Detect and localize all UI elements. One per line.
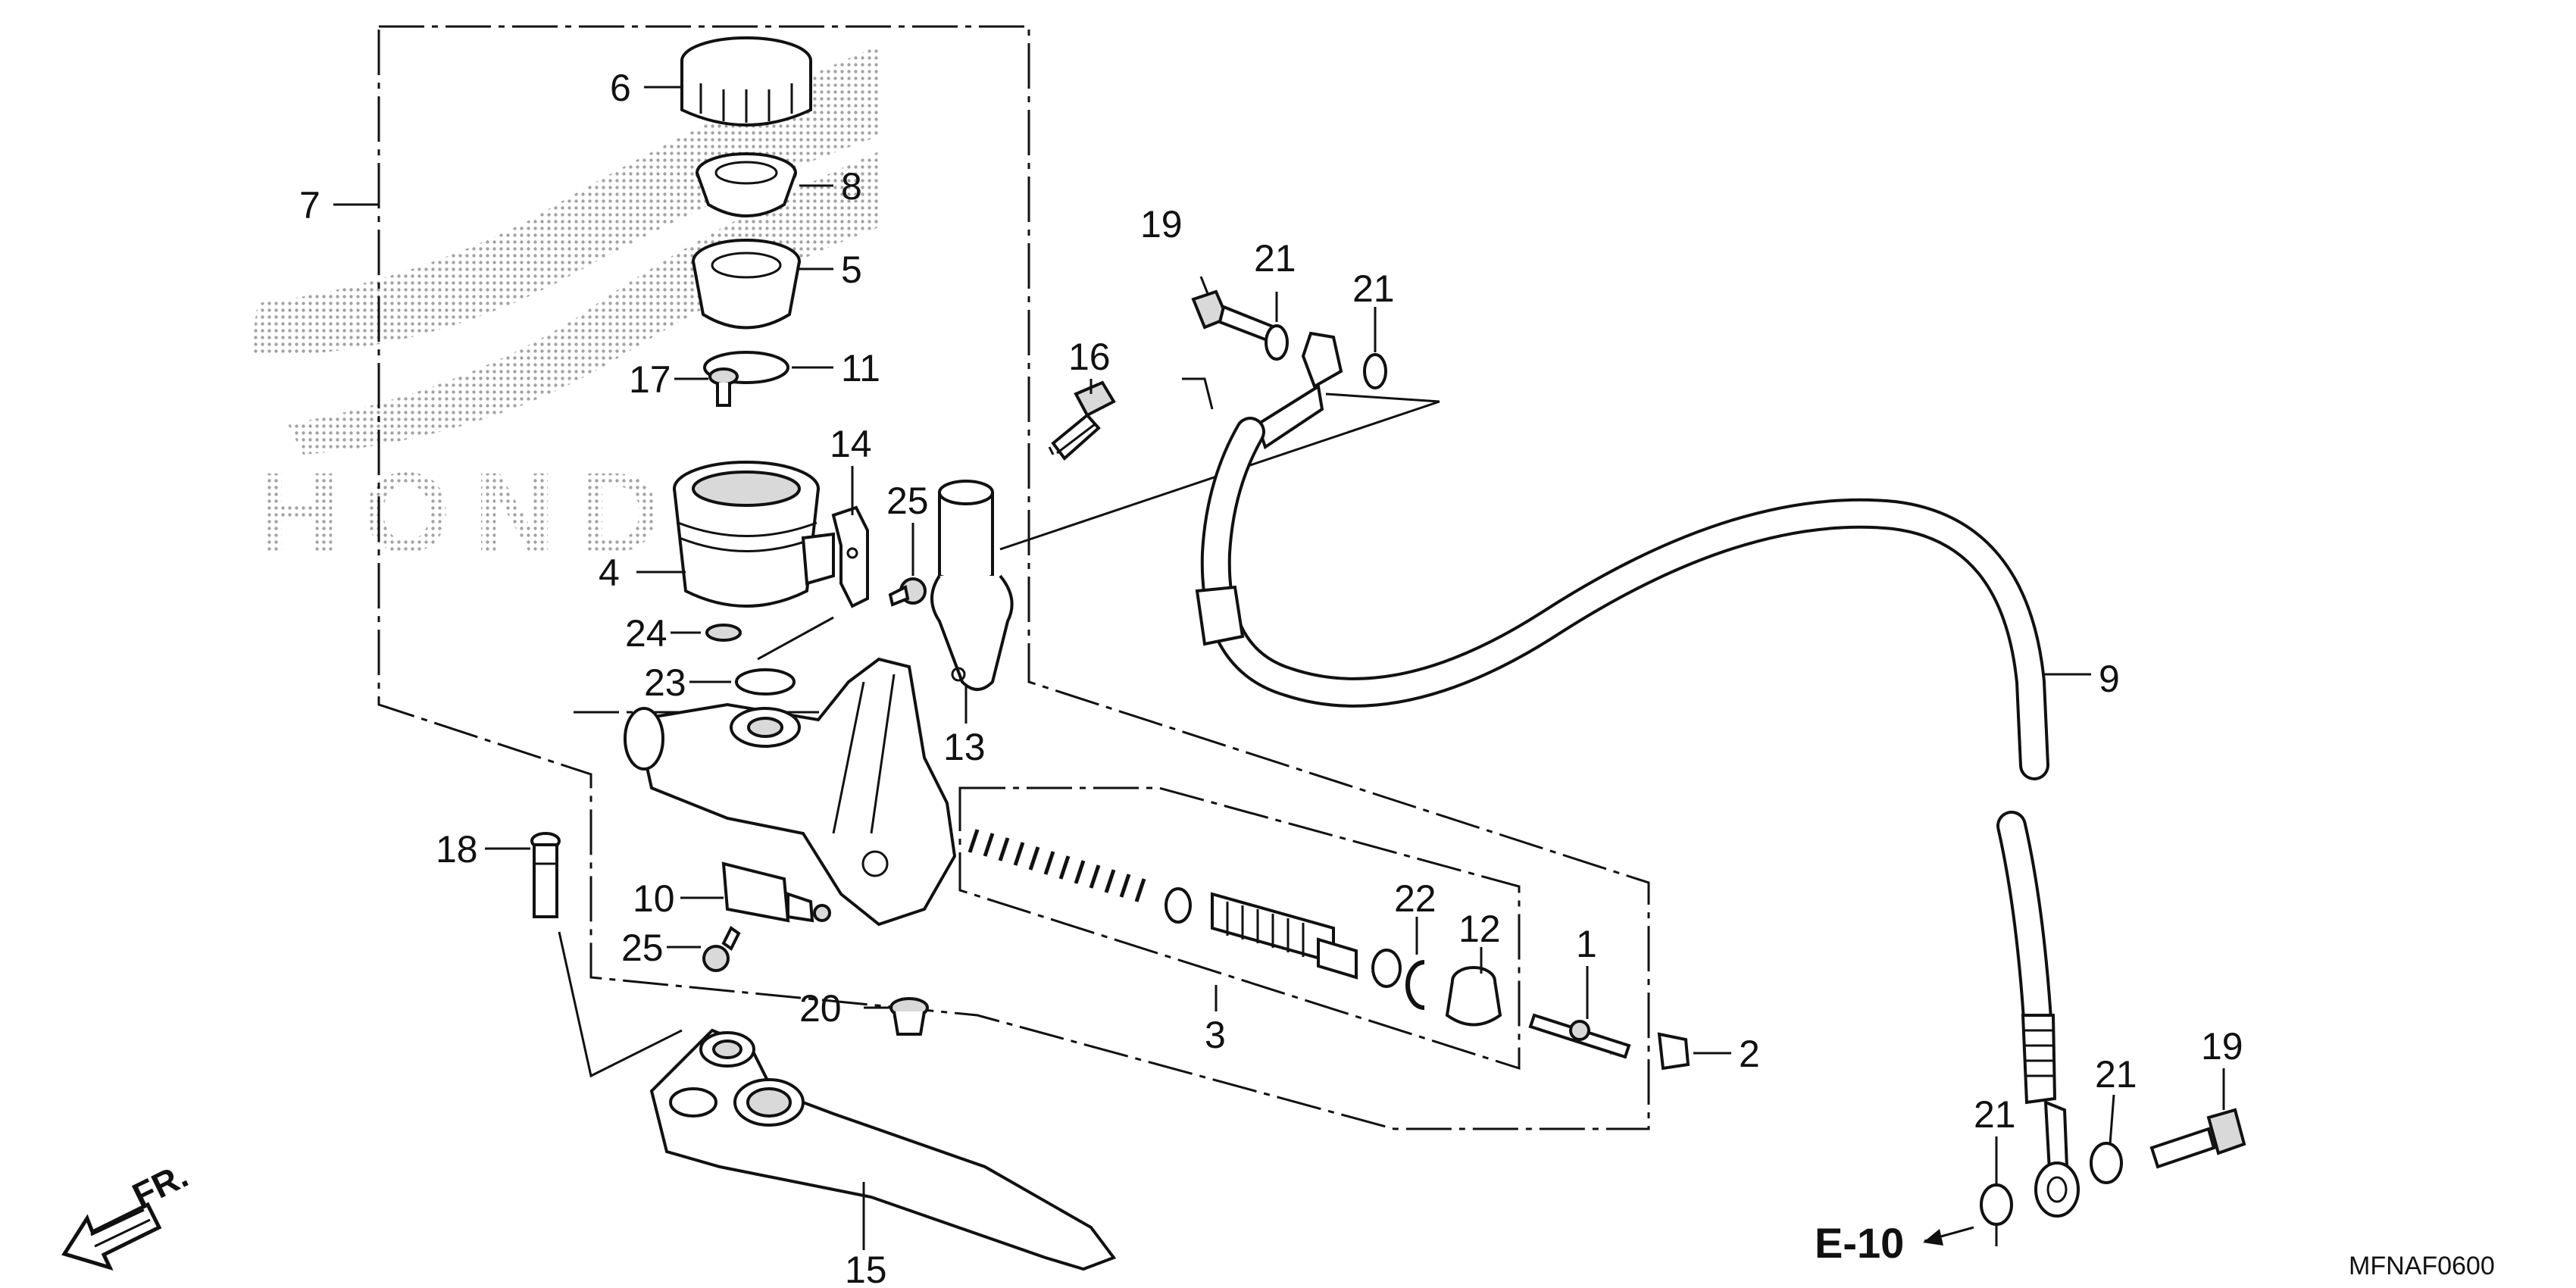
callout-15: 15 <box>845 1249 887 1288</box>
screw-25-upper <box>888 577 927 607</box>
callout-21-upper-1: 21 <box>1254 237 1296 280</box>
callout-2: 2 <box>1739 1033 1760 1075</box>
callout-22: 22 <box>1394 877 1436 920</box>
nut-20 <box>889 997 929 1036</box>
callout-1: 1 <box>1576 923 1597 965</box>
master-cylinder-body <box>624 657 957 927</box>
reference-e10: E-10 <box>1815 1219 1974 1267</box>
callout-5: 5 <box>841 249 862 291</box>
callout-25-lower: 25 <box>621 927 664 969</box>
callout-20: 20 <box>799 987 842 1030</box>
master-cylinder-holder <box>930 480 1014 691</box>
reservoir-body <box>673 461 835 608</box>
callout-19-lower: 19 <box>2201 1025 2243 1068</box>
banjo-fitting-lower <box>2034 1099 2080 1218</box>
callout-14: 14 <box>830 423 872 465</box>
clutch-hose <box>1195 417 2057 1105</box>
diaphragm-plate <box>696 152 797 217</box>
spring <box>968 829 1146 902</box>
callout-21-lower-2: 21 <box>2095 1053 2137 1096</box>
callout-6: 6 <box>610 67 631 109</box>
callout-17: 17 <box>629 358 671 401</box>
callout-10: 10 <box>633 877 675 920</box>
sealing-washer-upper-2 <box>1363 353 1387 389</box>
sealing-washer-lower-1 <box>1980 1183 2013 1226</box>
reservoir-bracket <box>831 505 869 608</box>
callout-16: 16 <box>1068 336 1111 378</box>
pivot-bolt <box>530 832 561 918</box>
banjo-bolt-lower <box>2149 1108 2246 1169</box>
arrow-icon <box>1923 1229 1943 1246</box>
piston-set <box>968 829 1402 988</box>
banjo-fitting-upper <box>1255 331 1343 450</box>
front-direction-indicator: FR. <box>61 1155 194 1271</box>
callout-23: 23 <box>644 661 686 704</box>
callout-4: 4 <box>599 552 620 594</box>
callout-19-upper: 19 <box>1140 203 1183 245</box>
front-arrow-icon <box>61 1202 162 1271</box>
screw-25-lower <box>702 926 741 972</box>
direction-label: FR. <box>127 1155 194 1215</box>
callout-21-upper-2: 21 <box>1352 267 1395 310</box>
o-ring-23 <box>735 668 796 696</box>
callout-18: 18 <box>436 828 478 871</box>
push-rod-cap <box>1657 1032 1690 1071</box>
callout-numbers: 6 8 7 5 11 17 14 25 4 24 23 13 19 21 21 … <box>299 67 2243 1288</box>
reservoir-cap <box>680 36 812 127</box>
callout-12: 12 <box>1458 908 1501 950</box>
callout-3: 3 <box>1205 1014 1226 1056</box>
leader-lines <box>333 86 2225 1250</box>
clutch-switch <box>721 861 831 923</box>
callout-7: 7 <box>299 184 320 227</box>
assembly-outlines <box>377 25 1650 1130</box>
callout-8: 8 <box>841 165 862 208</box>
screw-17 <box>708 367 739 407</box>
callout-13: 13 <box>943 726 986 768</box>
washer-24 <box>705 624 742 642</box>
push-rod <box>1528 1013 1631 1059</box>
reference-label: E-10 <box>1815 1219 1904 1267</box>
callout-24: 24 <box>625 612 667 655</box>
clutch-lever <box>649 1028 1117 1271</box>
circlip-22 <box>1405 960 1425 1010</box>
pivot-leader <box>558 931 683 1078</box>
callout-25-upper: 25 <box>886 480 929 522</box>
diagram-code: MFNAF0600 <box>2349 1252 2495 1280</box>
callout-9: 9 <box>2099 658 2120 700</box>
diaphragm <box>692 239 801 330</box>
dust-boot <box>1445 966 1502 1027</box>
bolt-16 <box>1048 380 1116 461</box>
callout-21-lower-1: 21 <box>1974 1093 2016 1136</box>
sealing-washer-lower-2 <box>2090 1142 2123 1184</box>
sealing-washer-upper-1 <box>1265 324 1289 361</box>
callout-11: 11 <box>841 347 880 389</box>
